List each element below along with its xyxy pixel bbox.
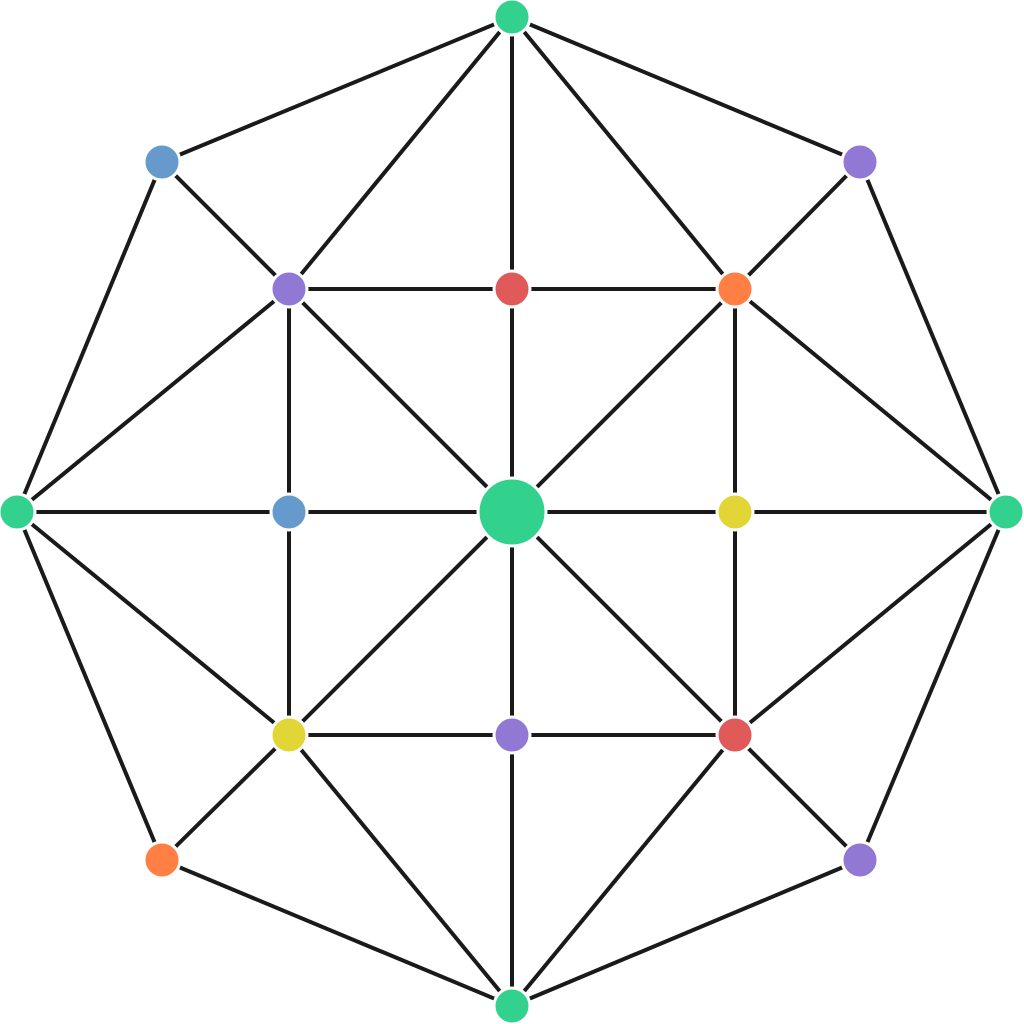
node-inner-bottom	[492, 715, 532, 755]
edge-top-to-top-left	[160, 15, 514, 164]
edge-left-to-bottom-left	[15, 510, 164, 862]
node-inner-bottom-right	[715, 715, 755, 755]
node-bottom-left	[142, 840, 182, 880]
node-inner-top	[492, 269, 532, 309]
edge-top-right-to-inner-top-right	[733, 160, 862, 291]
node-inner-left	[269, 492, 309, 532]
node-center	[476, 476, 548, 548]
edge-center-to-inner-bottom-left	[287, 510, 514, 737]
edge-top-to-inner-top-left	[287, 15, 514, 291]
edge-bottom-to-bottom-right	[510, 858, 862, 1008]
node-left	[0, 492, 37, 532]
edge-right-to-top-right	[858, 160, 1008, 514]
node-inner-top-right	[715, 269, 755, 309]
edge-bottom-right-to-inner-bottom-right	[733, 733, 862, 862]
edge-right-to-inner-top-right	[733, 287, 1008, 514]
edge-top-left-to-left	[15, 160, 164, 514]
edge-top-to-inner-top-right	[510, 15, 737, 291]
edge-top-right-to-top	[510, 15, 862, 164]
edge-bottom-left-to-inner-bottom-left	[160, 733, 291, 862]
node-top	[492, 0, 532, 37]
edge-bottom-right-to-right	[858, 510, 1008, 862]
node-right	[986, 492, 1024, 532]
node-inner-right	[715, 492, 755, 532]
node-top-left	[142, 142, 182, 182]
node-inner-bottom-left	[269, 715, 309, 755]
edge-center-to-inner-bottom-right	[510, 510, 737, 737]
edge-bottom-to-inner-bottom-right	[510, 733, 737, 1008]
edge-bottom-to-inner-bottom-left	[287, 733, 514, 1008]
edge-left-to-inner-top-left	[15, 287, 291, 514]
edge-top-left-to-inner-top-left	[160, 160, 291, 291]
edge-bottom-left-to-bottom	[160, 858, 514, 1008]
node-bottom-right	[840, 840, 880, 880]
node-top-right	[840, 142, 880, 182]
edge-left-to-inner-bottom-left	[15, 510, 291, 737]
node-inner-top-left	[269, 269, 309, 309]
edge-center-to-inner-top-left	[287, 287, 514, 514]
edges-layer	[15, 15, 1008, 1008]
edge-right-to-inner-bottom-right	[733, 510, 1008, 737]
edge-center-to-inner-top-right	[510, 287, 737, 514]
node-bottom	[492, 986, 532, 1024]
